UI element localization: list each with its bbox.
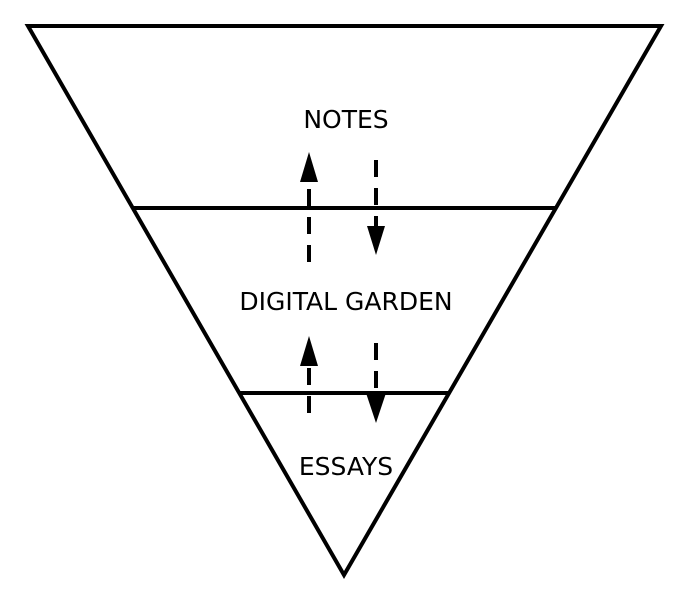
layer-label-essays: ESSAYS <box>299 452 393 481</box>
layer-label-digital-garden: DIGITAL GARDEN <box>239 287 452 316</box>
arrow-up-essays-to-garden <box>300 336 318 413</box>
funnel-outline <box>24 24 665 580</box>
arrow-down-garden-to-essays <box>366 343 386 423</box>
arrow-up-garden-to-notes <box>300 152 318 262</box>
arrow-down-notes-to-garden <box>367 160 385 255</box>
layer-label-notes: NOTES <box>303 105 388 134</box>
